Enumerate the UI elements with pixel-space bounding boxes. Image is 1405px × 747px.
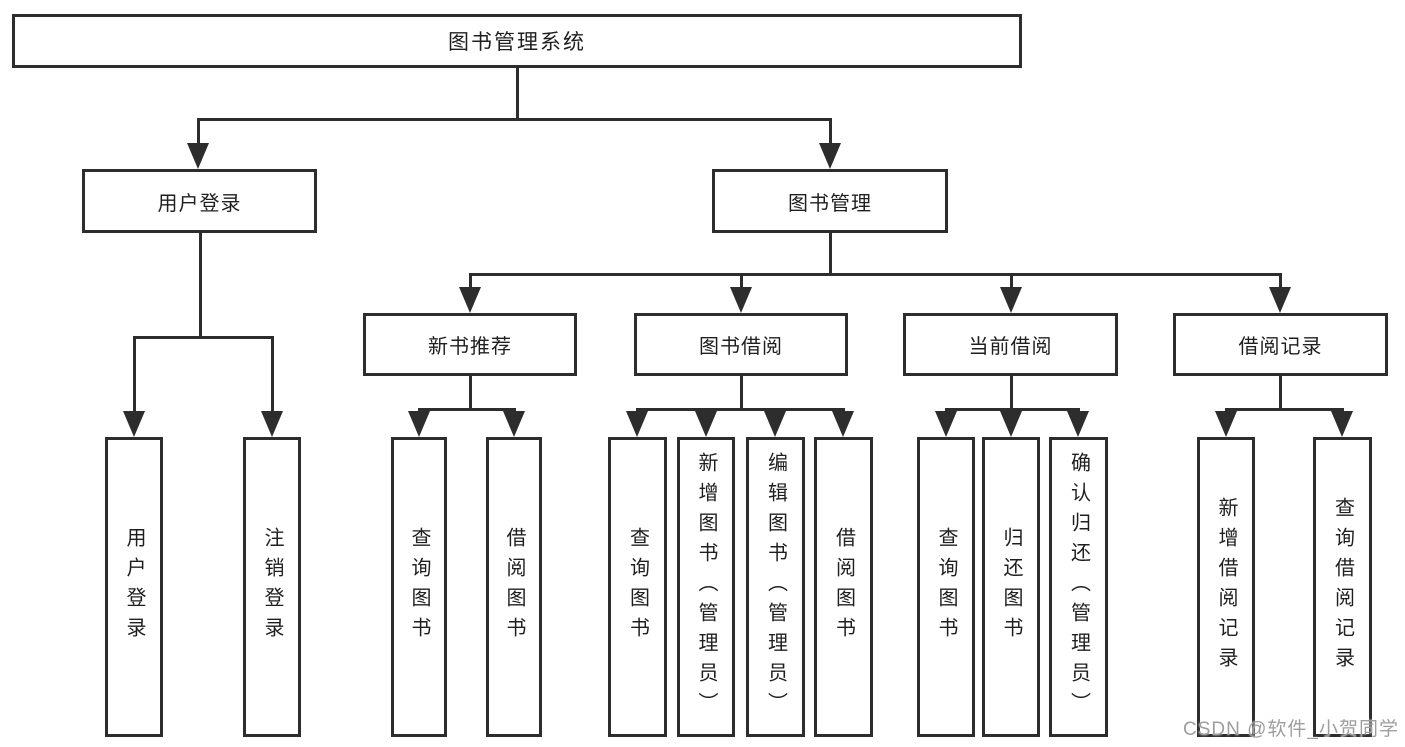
connector-line [1009, 376, 1013, 408]
arrowhead-down-icon [123, 411, 145, 437]
node-label: 借阅记录 [1238, 336, 1323, 358]
csdn-watermark: CSDN @软件_小贺同学 [1183, 719, 1399, 740]
leaf-label: 借阅图书 [503, 527, 525, 647]
node-label: 图书借阅 [699, 336, 783, 358]
arrowhead-down-icon [832, 411, 854, 437]
connector-line [1224, 408, 1344, 411]
node-label: 当前借阅 [968, 336, 1053, 358]
leaf-return-book: 归还图书 [982, 437, 1040, 737]
connector-line [468, 273, 1282, 276]
arrowhead-down-icon [459, 287, 481, 313]
leaf-label: 归还图书 [1000, 527, 1022, 647]
arrow-shaft [1009, 273, 1013, 291]
node-user-login: 用户登录 [82, 169, 317, 233]
leaf-query-books-current: 查询图书 [917, 437, 975, 737]
node-new-book-recommend: 新书推荐 [363, 313, 577, 376]
arrowhead-down-icon [626, 411, 648, 437]
node-label: 新书推荐 [428, 336, 512, 358]
arrowhead-down-icon [261, 411, 283, 437]
arrowhead-down-icon [1331, 411, 1353, 437]
connector-line [515, 68, 519, 118]
leaf-label: 确认归还（管理员） [1067, 452, 1090, 722]
connector-line [198, 233, 202, 336]
connector-line [468, 376, 472, 408]
node-label: 图书管理系统 [448, 31, 586, 54]
node-label: 用户登录 [157, 192, 242, 215]
arrowhead-down-icon [819, 143, 841, 169]
connector-line [828, 233, 832, 273]
connector-line [739, 376, 743, 408]
leaf-borrow-books-recommend: 借阅图书 [486, 437, 542, 737]
arrowhead-down-icon [1269, 287, 1291, 313]
arrowhead-down-icon [1000, 287, 1022, 313]
arrow-shaft [739, 273, 743, 291]
node-label: 图书管理 [788, 192, 872, 215]
connector-line [196, 118, 832, 121]
arrow-shaft [196, 118, 200, 147]
connector-line [132, 336, 274, 339]
leaf-query-books-borrowing: 查询图书 [608, 437, 667, 737]
leaf-add-borrow-record: 新增借阅记录 [1197, 437, 1255, 737]
node-book-management: 图书管理 [712, 169, 948, 233]
leaf-label: 编辑图书（管理员） [764, 452, 787, 722]
leaf-confirm-return-admin: 确认归还（管理员） [1049, 437, 1108, 737]
arrow-shaft [132, 336, 136, 415]
leaf-label: 查询图书 [935, 527, 957, 647]
leaf-label: 借阅图书 [832, 527, 855, 647]
arrowhead-down-icon [187, 143, 209, 169]
leaf-query-books-recommend: 查询图书 [391, 437, 447, 737]
arrowhead-down-icon [1067, 411, 1089, 437]
arrow-shaft [468, 273, 472, 291]
arrowhead-down-icon [935, 411, 957, 437]
node-book-borrowing: 图书借阅 [634, 313, 848, 376]
arrowhead-down-icon [1215, 411, 1237, 437]
arrowhead-down-icon [730, 287, 752, 313]
connector-line [417, 408, 516, 411]
arrowhead-down-icon [408, 411, 430, 437]
leaf-query-borrow-record: 查询借阅记录 [1313, 437, 1372, 737]
leaf-label: 查询图书 [626, 527, 649, 647]
leaf-logout: 注销登录 [243, 437, 301, 737]
connector-line [1278, 376, 1282, 408]
leaf-label: 查询图书 [408, 527, 430, 647]
arrow-shaft [1278, 273, 1282, 291]
leaf-add-book-admin: 新增图书（管理员） [677, 437, 735, 737]
arrowhead-down-icon [1000, 411, 1022, 437]
arrow-shaft [270, 336, 274, 415]
arrowhead-down-icon [695, 411, 717, 437]
node-current-borrowing: 当前借阅 [903, 313, 1118, 376]
leaf-user-login: 用户登录 [105, 437, 163, 737]
node-library-system: 图书管理系统 [12, 14, 1022, 68]
node-borrow-records: 借阅记录 [1173, 313, 1388, 376]
leaf-label: 查询借阅记录 [1331, 497, 1354, 677]
leaf-borrow-books: 借阅图书 [814, 437, 873, 737]
arrowhead-down-icon [764, 411, 786, 437]
leaf-label: 新增借阅记录 [1215, 497, 1237, 677]
connector-line [635, 408, 845, 411]
arrow-shaft [828, 118, 832, 147]
leaf-label: 新增图书（管理员） [695, 452, 717, 722]
arrowhead-down-icon [503, 411, 525, 437]
leaf-label: 注销登录 [261, 527, 283, 647]
leaf-edit-book-admin: 编辑图书（管理员） [746, 437, 805, 737]
leaf-label: 用户登录 [123, 527, 145, 647]
